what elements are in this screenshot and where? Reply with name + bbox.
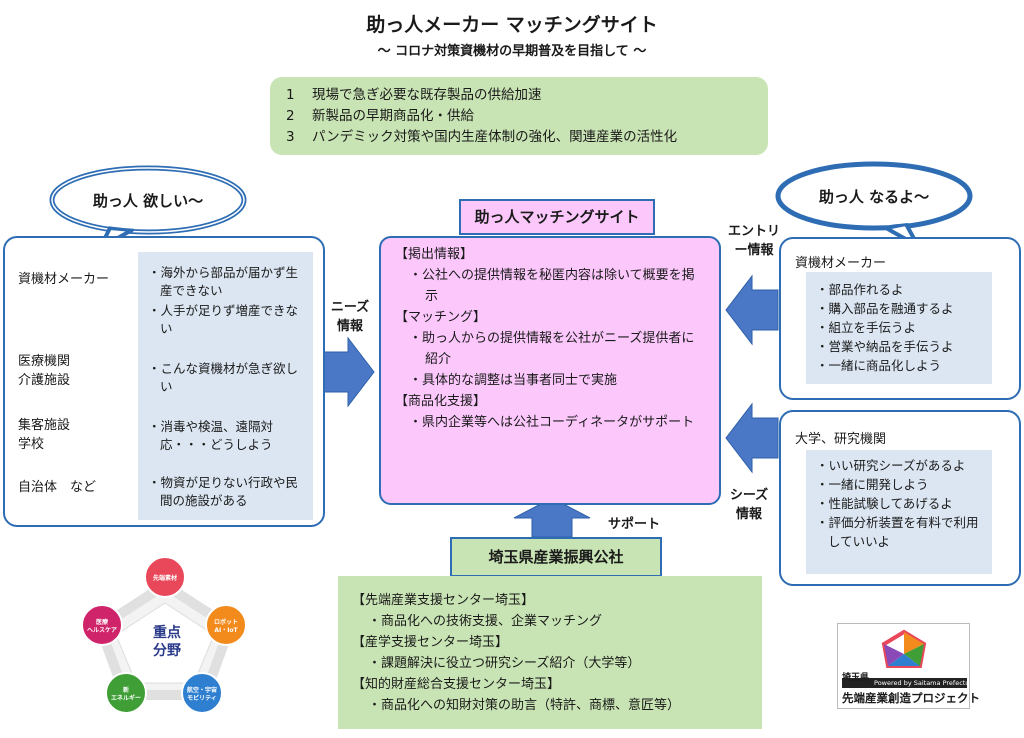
seeds-arrow xyxy=(725,402,779,474)
focus-center-line1: 重点 xyxy=(153,624,181,641)
need-item: ・物資が足りない行政や民間の施設がある xyxy=(148,475,299,508)
focus-node-label: エネルギー xyxy=(111,694,141,702)
center-item: ・商品化への知財対策の助言（特許、商標、意匠等） xyxy=(368,698,681,713)
project-logo: 埼玉県 Powered by Saitama Prefecture 先端産業創造… xyxy=(837,623,980,709)
center-item: ・商品化への技術支援、企業マッチング xyxy=(368,614,603,629)
category-label: 集客施設 学校 xyxy=(18,418,71,452)
left-bubble-text: 助っ人 欲しい～ xyxy=(92,192,204,210)
logo-mark-icon xyxy=(842,629,967,688)
section-header: 【商品化支援】 xyxy=(395,394,487,409)
section-item: ・具体的な調整は当事者同士で実施 xyxy=(409,373,618,388)
focus-node-circle xyxy=(81,604,123,646)
seeds-info-label: シーズ 情報 xyxy=(729,488,769,522)
focus-node-label: 新 xyxy=(123,686,129,694)
offer-item: ・購入部品を融通するよ xyxy=(816,301,954,316)
logo-line1: 埼玉県 xyxy=(842,673,870,683)
focus-node-label: AI・IoT xyxy=(214,627,238,634)
need-item: ・海外から部品が届かず生産できない xyxy=(148,265,299,298)
matching-site-box: 【掲出情報】 ・公社への提供情報を秘匿内容は除いて概要を掲示 【マッチング】 ・… xyxy=(379,236,721,505)
offer-item: ・一緒に商品化しよう xyxy=(816,358,942,373)
focus-node-label: 航空・宇宙 xyxy=(187,686,217,694)
seed-item: ・一緒に開発しよう xyxy=(816,477,929,492)
offer-item: ・営業や納品を手伝うよ xyxy=(816,339,954,354)
focus-node-circle xyxy=(105,672,147,714)
right-bubble-text: 助っ人 なるよ～ xyxy=(818,188,930,206)
seed-item: ・評価分析装置を有料で利用していいよ xyxy=(816,515,979,549)
focus-node-circle xyxy=(144,556,186,598)
focus-node-label: 医療 xyxy=(96,618,108,626)
offers-list: ・部品作れるよ ・購入部品を融通するよ ・組立を手伝うよ ・営業や納品を手伝うよ… xyxy=(816,280,990,375)
section-item: ・助っ人からの提供情報を公社がニーズ提供者に紹介 xyxy=(409,331,695,367)
entry-arrow xyxy=(725,274,779,346)
entry-info-label: エントリ ー情報 xyxy=(727,224,780,258)
focus-node-label: ロボット xyxy=(214,618,238,626)
saitama-corp-label: 埼玉県産業振興公社 xyxy=(450,537,662,577)
matching-site-label: 助っ人マッチングサイト xyxy=(459,199,655,235)
seed-item: ・性能試験してあげるよ xyxy=(816,496,953,511)
section-item: ・公社への提供情報を秘匿内容は除いて概要を掲示 xyxy=(409,268,695,304)
support-centers-box: 【先端産業支援センター埼玉】 ・商品化への技術支援、企業マッチング 【産学支援セ… xyxy=(338,576,762,729)
need-item: ・人手が足りず増産できない xyxy=(148,303,299,336)
center-header: 【知的財産総合支援センター埼玉】 xyxy=(352,677,561,692)
center-header: 【先端産業支援センター埼玉】 xyxy=(352,593,535,608)
focus-node-label: ヘルスケア xyxy=(87,627,117,634)
panel-heading: 大学、研究機関 xyxy=(795,432,887,447)
center-header: 【産学支援センター埼玉】 xyxy=(352,635,509,650)
seeds-list: ・いい研究シーズがあるよ ・一緒に開発しよう ・性能試験してあげるよ ・評価分析… xyxy=(816,456,986,551)
page-subtitle: ～ コロナ対策資機材の早期普及を目指して ～ xyxy=(377,44,647,59)
left-speech-bubble xyxy=(49,165,247,250)
offers-list-box xyxy=(806,272,992,384)
focus-node-label: モビリティ xyxy=(187,694,217,702)
logo-line2: 先端産業創造プロジェクト xyxy=(842,691,980,705)
offer-item: ・組立を手伝うよ xyxy=(816,320,917,335)
category-label: 医療機関 介護施設 xyxy=(18,354,71,388)
category-label: 資機材メーカー xyxy=(18,272,110,287)
support-label: サポート xyxy=(607,517,660,532)
needs-list-box xyxy=(138,252,313,520)
section-item: ・県内企業等へは公社コーディネータがサポート xyxy=(409,415,695,430)
need-item: ・こんな資機材が急ぎ欲しい xyxy=(148,361,299,394)
section-header: 【マッチング】 xyxy=(395,310,487,325)
logo-tag: Powered by Saitama Prefecture xyxy=(874,679,976,687)
need-item: ・消毒や検温、遠隔対応・・・どうしよう xyxy=(148,419,274,452)
focus-node-label: 先端素材 xyxy=(153,574,177,582)
category-label: 自治体 など xyxy=(18,480,97,495)
page-title: 助っ人メーカー マッチングサイト xyxy=(366,14,658,36)
panel-heading: 資機材メーカー xyxy=(795,256,887,271)
focus-node-circle xyxy=(205,604,247,646)
seeds-list-box xyxy=(806,450,992,574)
section-header: 【掲出情報】 xyxy=(395,247,474,262)
focus-center-line2: 分野 xyxy=(153,643,181,659)
needs-arrow xyxy=(323,336,375,408)
support-arrow xyxy=(513,497,591,538)
seed-item: ・いい研究シーズがあるよ xyxy=(816,458,966,473)
offer-item: ・部品作れるよ xyxy=(816,282,904,297)
needs-info-label: ニーズ 情報 xyxy=(330,300,370,334)
center-item: ・課題解決に役立つ研究シーズ紹介（大学等） xyxy=(368,656,641,671)
focus-node-circle xyxy=(181,672,223,714)
